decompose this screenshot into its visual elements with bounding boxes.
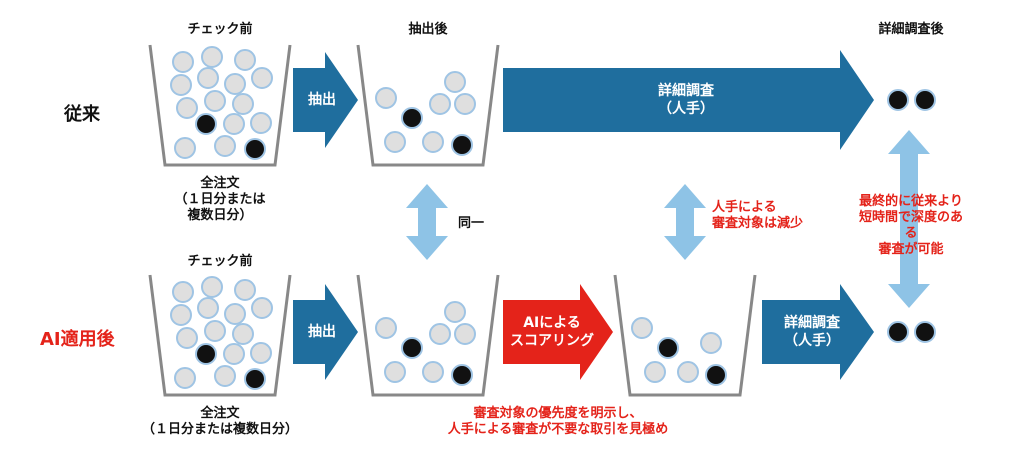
label-all-orders-top: 全注文 （１日分または 複数日分） <box>174 176 266 223</box>
row-label-ai: AI適用後 <box>40 329 115 350</box>
black-balls-after-extract-top <box>401 107 473 156</box>
black-balls-before-check-bottom <box>195 343 266 390</box>
arrow-text-detail-bottom: 詳細調査 （人手） <box>784 315 840 349</box>
cup-after-extract-top <box>356 44 500 167</box>
final-balls-top <box>887 89 936 111</box>
double-arrow-final <box>888 130 930 308</box>
arrow-text-ai-scoring: AIによる スコアリング <box>510 315 594 349</box>
arrow-ai-scoring <box>503 284 613 380</box>
note-final: 最終的に従来より 短時間で深度のある 審査が可能 <box>858 194 963 257</box>
arrow-text-extract-bottom: 抽出 <box>308 324 336 340</box>
double-arrow-manual-reduced <box>664 184 706 260</box>
arrow-text-detail-top: 詳細調査 （人手） <box>658 83 714 117</box>
black-balls-after-extract-bottom <box>401 337 473 386</box>
black-balls-after-scoring-bottom <box>657 337 727 386</box>
cup-after-extract-bottom <box>356 274 500 397</box>
note-manual-reduced: 人手による 審査対象は減少 <box>712 200 804 231</box>
balls-before-check-bottom <box>170 276 273 389</box>
balls-after-scoring-bottom <box>631 317 722 383</box>
label-before-check-bottom: チェック前 <box>187 254 253 269</box>
double-arrow-same <box>406 184 448 260</box>
label-after-extract-top: 抽出後 <box>408 22 448 37</box>
label-before-check-top: チェック前 <box>187 22 253 37</box>
balls-after-extract-top <box>375 71 476 153</box>
cup-after-scoring-bottom <box>613 274 757 397</box>
label-after-detail-top: 詳細調査後 <box>878 22 944 37</box>
arrow-text-extract-top: 抽出 <box>308 92 336 108</box>
cup-before-check-top <box>148 44 292 167</box>
arrow-detail-bottom <box>762 284 874 380</box>
arrow-extract-top <box>293 52 358 148</box>
balls-after-extract-bottom <box>375 301 476 383</box>
balls-before-check-top <box>170 46 273 159</box>
arrow-detail-top <box>503 50 874 150</box>
label-same: 同一 <box>458 216 485 231</box>
row-label-conventional: 従来 <box>64 104 100 125</box>
arrow-extract-bottom <box>293 284 358 380</box>
final-balls-bottom <box>887 321 936 343</box>
label-all-orders-bottom: 全注文 （１日分または複数日分） <box>141 406 299 437</box>
cup-before-check-bottom <box>148 274 292 397</box>
note-bottom-explanation: 審査対象の優先度を明示し、 人手による審査が不要な取引を見極め <box>447 406 669 437</box>
black-balls-before-check-top <box>195 113 266 160</box>
